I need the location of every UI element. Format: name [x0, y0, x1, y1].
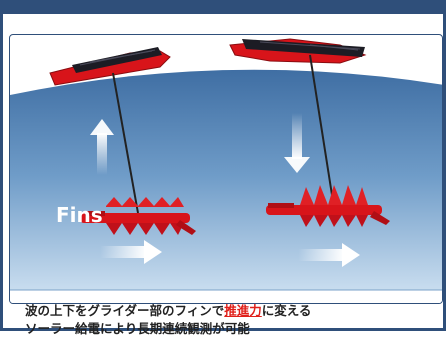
diagram-panel: Fins: [9, 34, 443, 304]
caption-line-1-post: に変える: [261, 303, 312, 318]
float-right: [229, 38, 367, 64]
caption-line-1: 波の上下をグライダー部のフィンで推進力に変える: [25, 302, 311, 320]
water-body: [10, 69, 442, 303]
caption-line-1-pre: 波の上下をグライダー部のフィンで: [25, 303, 225, 318]
caption: 波の上下をグライダー部のフィンで推進力に変える ソーラー給電により長期連続観測が…: [25, 302, 311, 338]
fins-label: Fins: [56, 203, 103, 227]
arrow-right-icon: [298, 243, 360, 267]
arrow-right-icon: [100, 240, 162, 264]
float-left: [49, 47, 171, 86]
glider-left: [80, 197, 196, 235]
ocean-scene: [10, 38, 442, 303]
glider-right: [266, 185, 390, 227]
caption-line-2: ソーラー給電により長期連続観測が可能: [25, 321, 250, 336]
arrow-down-icon: [284, 113, 310, 173]
arrow-up-icon: [90, 119, 114, 175]
caption-highlight: 推進力: [224, 303, 262, 318]
